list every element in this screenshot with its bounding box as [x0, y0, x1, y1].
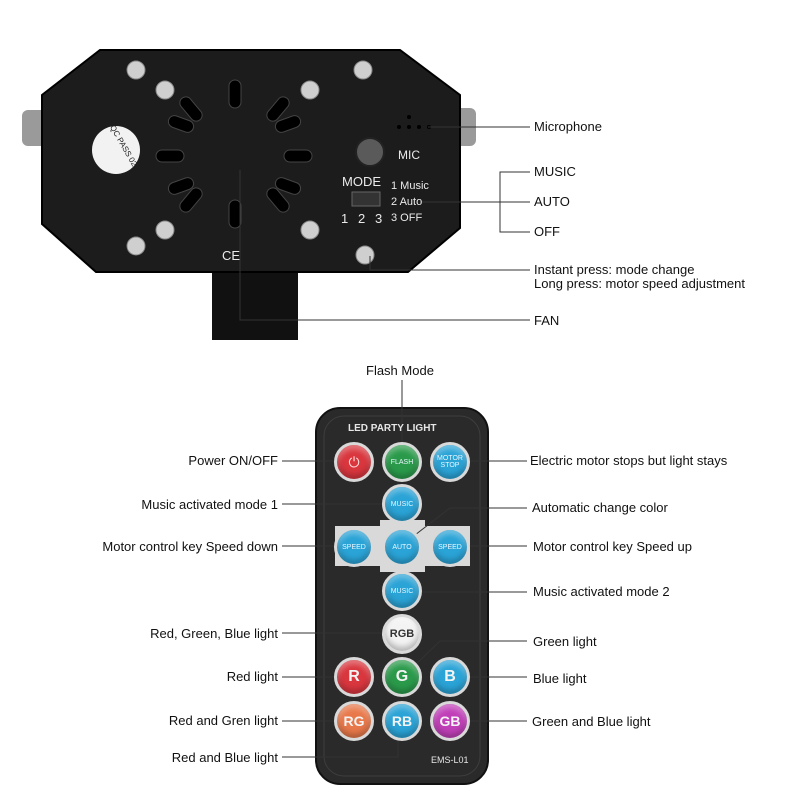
- callout-music: MUSIC: [534, 164, 576, 179]
- callout-green: Green light: [533, 634, 597, 649]
- callout-long-press: Long press: motor speed adjustment: [534, 276, 746, 291]
- screw: [353, 60, 373, 80]
- callout-auto-color: Automatic change color: [532, 500, 668, 515]
- callout-instant-press: Instant press: mode change: [534, 262, 695, 277]
- screw: [126, 60, 146, 80]
- callout-off: OFF: [534, 224, 560, 239]
- screw: [155, 80, 175, 100]
- callout-speed-down: Motor control key Speed down: [102, 539, 278, 554]
- device-stand: [212, 270, 298, 340]
- speed-up-button[interactable]: SPEED: [430, 527, 470, 567]
- speed-down-button[interactable]: SPEED: [334, 527, 374, 567]
- callout-music-2: Music activated mode 2: [533, 584, 670, 599]
- mic-holes: [397, 115, 431, 129]
- red-blue-button[interactable]: RB: [382, 701, 422, 741]
- remote-model: EMS-L01: [431, 755, 469, 765]
- callout-red-blue: Red and Blue light: [171, 750, 278, 765]
- red-green-button[interactable]: RG: [334, 701, 374, 741]
- music-mode-1-button[interactable]: MUSIC: [382, 484, 422, 524]
- rgb-button[interactable]: RGB: [382, 614, 422, 654]
- callout-microphone: Microphone: [534, 119, 602, 134]
- callout-red-green: Red and Gren light: [168, 713, 278, 728]
- blue-button[interactable]: B: [430, 657, 470, 697]
- device-body: [41, 49, 461, 273]
- auto-button[interactable]: AUTO: [382, 527, 422, 567]
- callout-speed-up: Motor control key Speed up: [533, 539, 692, 554]
- ce-mark: CE: [222, 248, 241, 263]
- green-blue-button[interactable]: GB: [430, 701, 470, 741]
- power-button[interactable]: ⏻: [334, 442, 374, 482]
- screw: [300, 220, 320, 240]
- callout-rgb: Red, Green, Blue light: [150, 626, 278, 641]
- switch-number-2: 2: [358, 211, 366, 226]
- flash-button[interactable]: FLASH: [382, 442, 422, 482]
- mode-option-3: 3 OFF: [391, 212, 423, 224]
- callout-motor-stop: Electric motor stops but light stays: [530, 453, 728, 468]
- qc-sticker: [92, 126, 140, 174]
- music-mode-2-button[interactable]: MUSIC: [382, 571, 422, 611]
- mic-label: MIC: [398, 148, 420, 162]
- callout-fan: FAN: [534, 313, 560, 328]
- callout-music-1: Music activated mode 1: [141, 497, 278, 512]
- callout-auto: AUTO: [534, 194, 570, 209]
- green-button[interactable]: G: [382, 657, 422, 697]
- device-leader-lines: [239, 126, 530, 321]
- screw: [155, 220, 175, 240]
- mode-switch: [351, 191, 381, 207]
- remote-header: LED PARTY LIGHT: [348, 423, 437, 434]
- switch-number-1: 1: [341, 211, 349, 226]
- red-button[interactable]: R: [334, 657, 374, 697]
- mode-option-2: 2 Auto: [391, 196, 423, 208]
- mode-option-1: 1 Music: [391, 180, 429, 192]
- motor-stop-button[interactable]: MOTOR STOP: [430, 442, 470, 482]
- callout-flash-mode: Flash Mode: [366, 363, 434, 378]
- device-screws: [126, 60, 375, 265]
- mode-label: MODE: [342, 174, 381, 189]
- mode-knob: [355, 137, 385, 167]
- screw: [300, 80, 320, 100]
- callout-red: Red light: [226, 669, 278, 684]
- remote-leader-lines: [282, 380, 527, 758]
- screw: [126, 236, 146, 256]
- fan-vents: [155, 79, 313, 229]
- callout-blue: Blue light: [533, 671, 587, 686]
- callout-power: Power ON/OFF: [188, 453, 278, 468]
- switch-number-3: 3: [375, 211, 383, 226]
- callout-green-blue: Green and Blue light: [532, 714, 651, 729]
- power-icon: ⏻: [348, 453, 360, 470]
